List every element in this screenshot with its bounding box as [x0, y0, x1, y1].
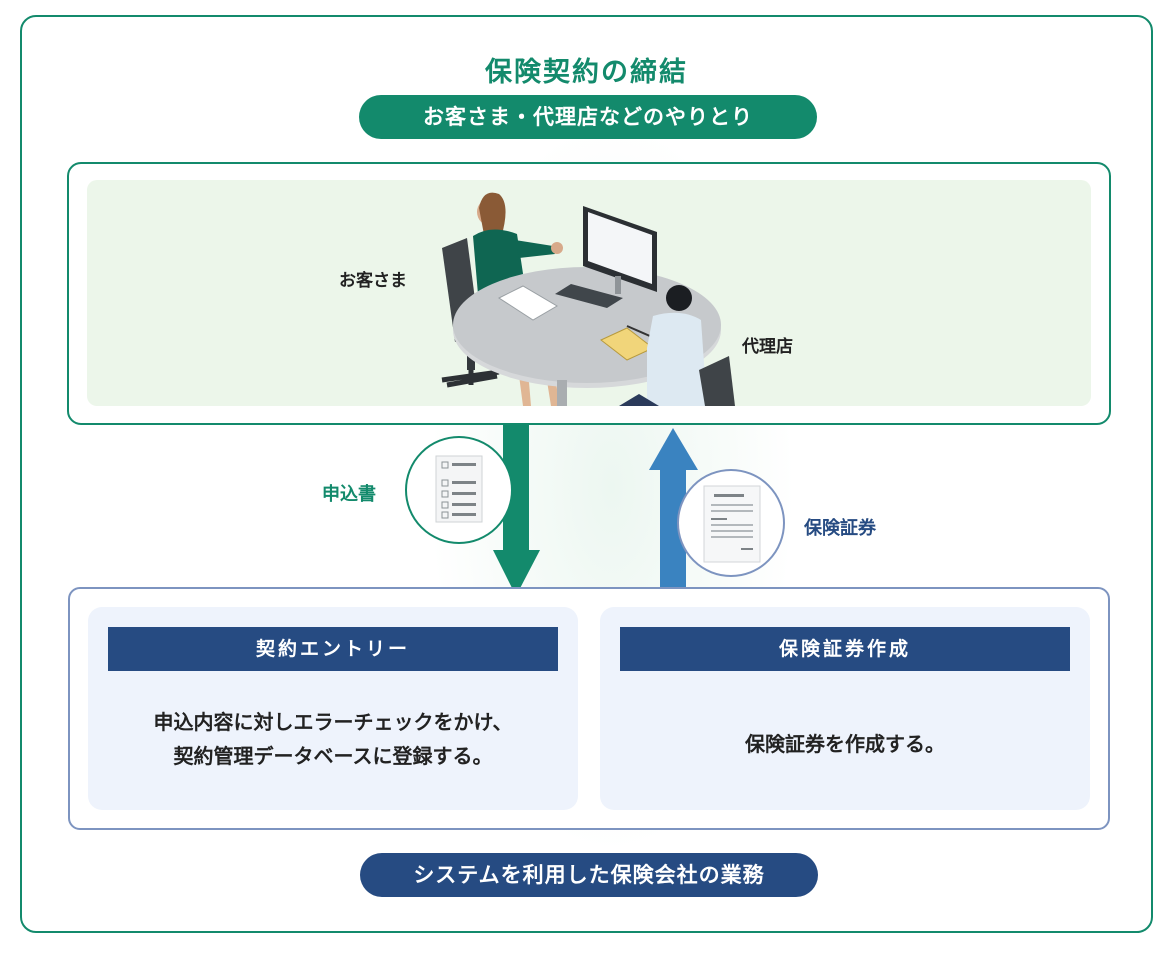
man-head: [666, 285, 692, 311]
application-label: 申込書: [322, 484, 376, 505]
customer-label: お客さま: [339, 271, 407, 291]
entry-panel: 契約エントリー 申込内容に対しエラーチェックをかけ、 契約管理データベースに登録…: [88, 607, 578, 810]
agency-label: 代理店: [742, 337, 793, 357]
application-badge: [405, 436, 513, 544]
meeting-scene: お客さま 代理店: [87, 180, 1091, 406]
chair-back-right: [699, 356, 735, 406]
certificate-document-icon: [703, 485, 761, 563]
diagram-title: 保険契約の締結: [485, 57, 688, 88]
entry-line: 申込内容に対しエラーチェックをかけ、: [153, 710, 513, 734]
keyboard: [555, 284, 623, 308]
system-pill: システムを利用した保険会社の業務: [360, 853, 818, 897]
policy-creation-line: 保険証券を作成する。: [745, 732, 945, 756]
policy-badge: [677, 469, 785, 577]
checklist-document-icon: [435, 455, 483, 523]
policy-creation-heading: 保険証券作成: [620, 627, 1070, 671]
policy-label: 保険証券: [804, 518, 876, 539]
entry-line: 契約管理データベースに登録する。: [173, 744, 493, 768]
policy-creation-panel: 保険証券作成 保険証券を作成する。: [600, 607, 1090, 810]
entry-description: 申込内容に対しエラーチェックをかけ、 契約管理データベースに登録する。: [98, 705, 568, 773]
entry-heading: 契約エントリー: [108, 627, 558, 671]
paper-document: [497, 285, 558, 321]
man-body: [647, 312, 707, 406]
interaction-pill: お客さま・代理店などのやりとり: [359, 95, 817, 139]
meeting-illustration: [441, 192, 735, 406]
policy-creation-description: 保険証券を作成する。: [610, 727, 1080, 761]
